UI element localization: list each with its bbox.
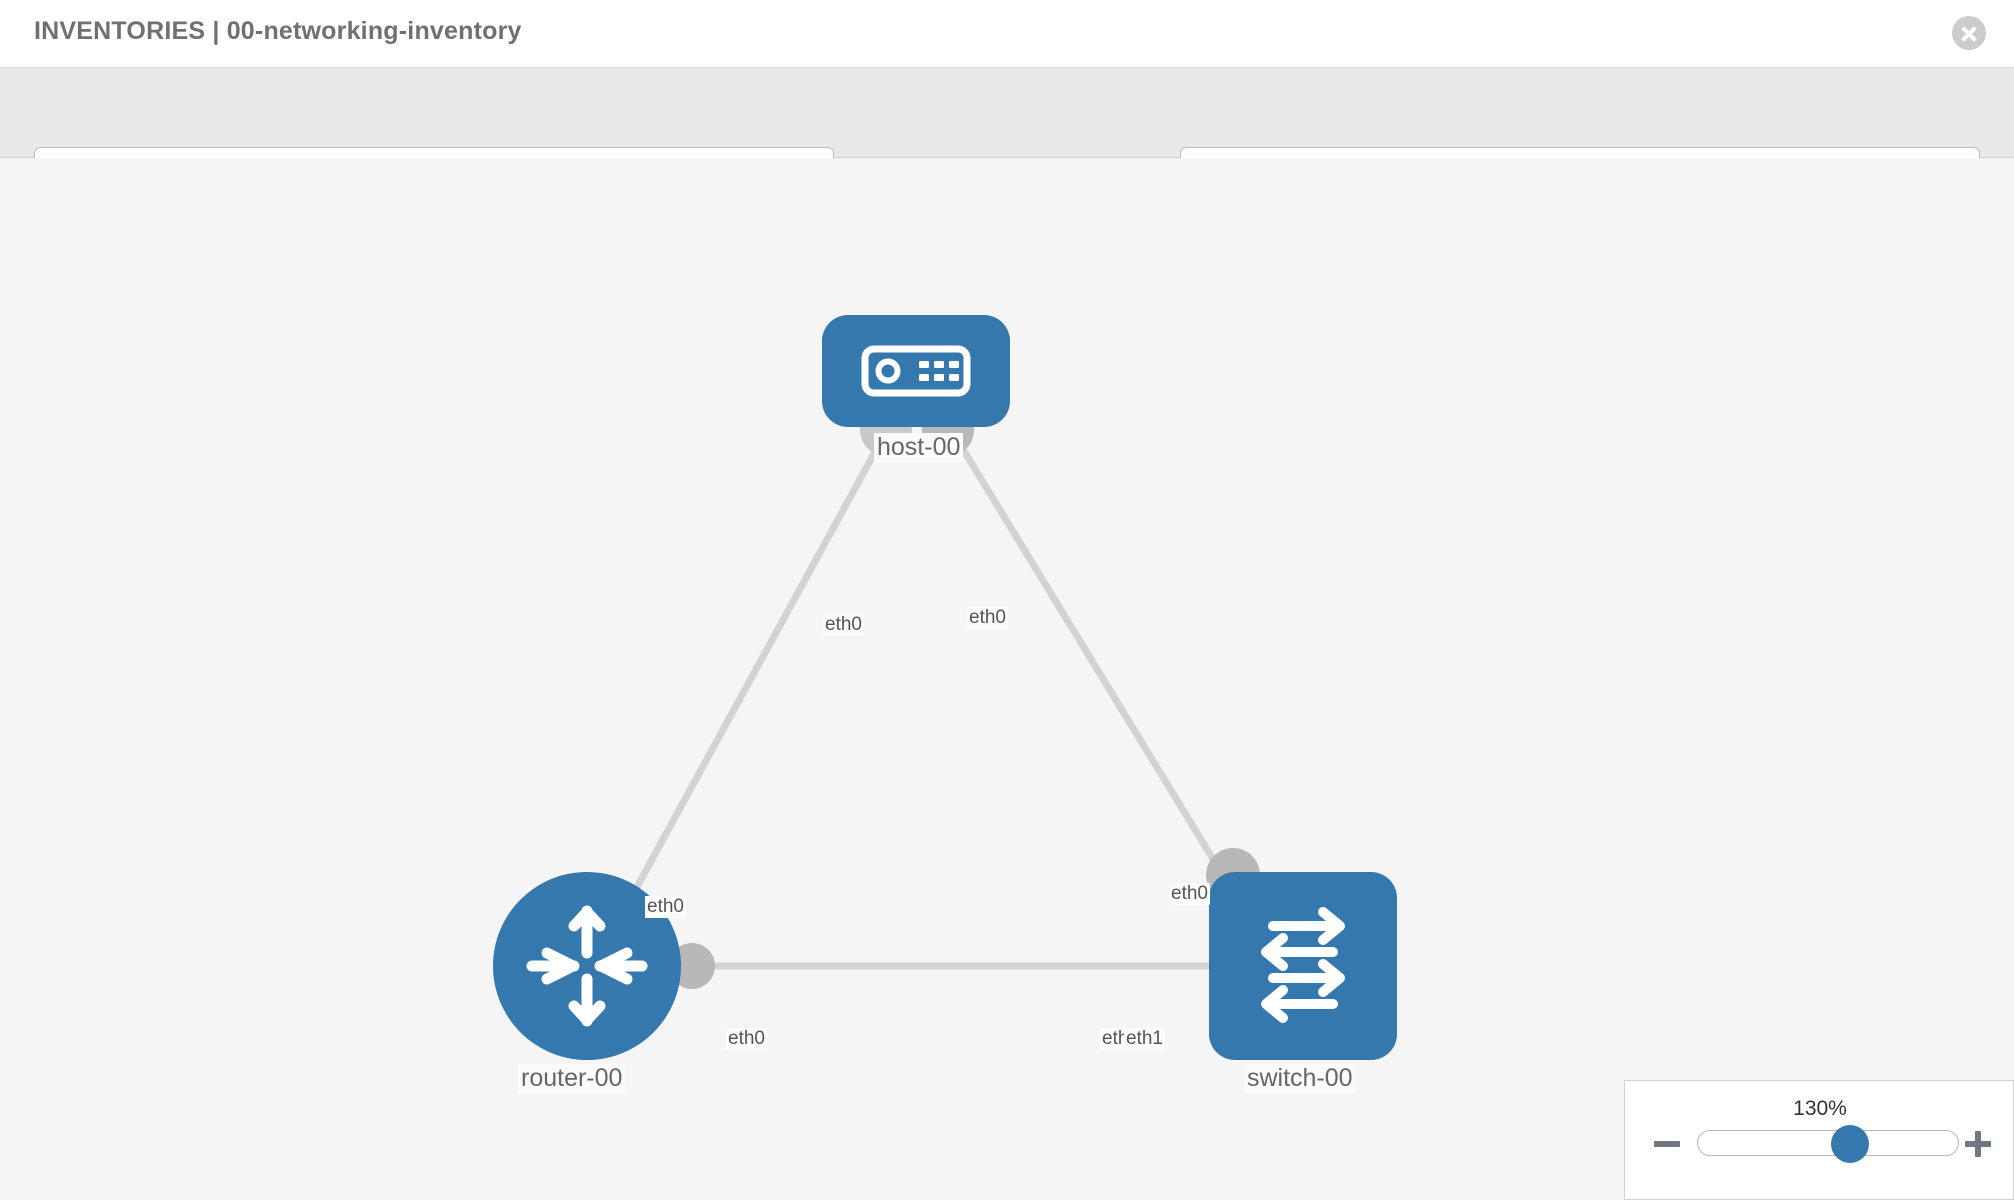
iface-label-router-up: eth0 xyxy=(645,896,686,918)
server-icon xyxy=(861,345,971,397)
zoom-slider-track[interactable] xyxy=(1697,1125,1959,1163)
close-icon[interactable] xyxy=(1952,16,1986,50)
router-arrows-icon xyxy=(526,905,648,1027)
iface-label-router-right: eth0 xyxy=(726,1028,767,1050)
zoom-out-button[interactable] xyxy=(1652,1129,1682,1159)
connector-router-right[interactable] xyxy=(669,943,715,989)
iface-label-switch-up: eth0 xyxy=(1169,883,1210,905)
switch-arrows-icon xyxy=(1261,907,1345,1023)
page-header: INVENTORIES | 00-networking-inventory xyxy=(0,0,2014,68)
iface-label-host-right: eth0 xyxy=(967,607,1008,629)
node-switch-00-label: switch-00 xyxy=(1244,1064,1356,1093)
topology-graph xyxy=(616,404,1260,989)
zoom-level-value: 130% xyxy=(1793,1097,1847,1120)
link-host-router[interactable] xyxy=(616,426,892,920)
iface-label-host-left: eth0 xyxy=(823,614,864,636)
link-host-switch[interactable] xyxy=(947,426,1258,930)
iface-label-switch-left-b: eth1 xyxy=(1124,1028,1165,1050)
node-host-00-shape[interactable] xyxy=(822,315,1010,427)
page-title: INVENTORIES | 00-networking-inventory xyxy=(34,17,522,45)
toolbar: ACTIONS SEARCH xyxy=(0,68,2014,201)
topology-canvas[interactable]: host-00 xyxy=(0,158,2014,1200)
node-host-00-label: host-00 xyxy=(874,433,964,462)
zoom-in-button[interactable] xyxy=(1963,1129,1993,1159)
zoom-control-panel: 130% xyxy=(1624,1080,2014,1200)
node-switch-00-shape[interactable] xyxy=(1209,872,1397,1060)
node-router-00-label: router-00 xyxy=(518,1064,626,1093)
zoom-slider-thumb[interactable] xyxy=(1831,1125,1869,1163)
